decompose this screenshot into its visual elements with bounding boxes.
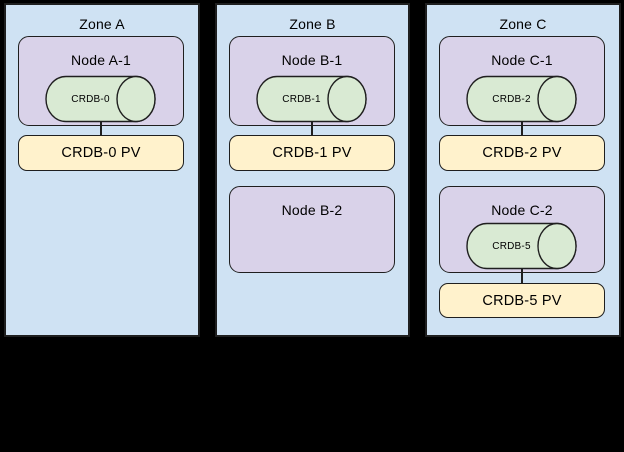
pod-crdb-1-label: CRDB-1 [282,93,321,105]
pod-crdb-5-label: CRDB-5 [492,240,531,252]
pv-crdb-2-label: CRDB-2 PV [482,145,562,161]
pv-crdb-1: CRDB-1 PV [229,135,395,171]
connector-line [311,113,313,137]
pv-crdb-5: CRDB-5 PV [439,283,605,318]
node-b-2-label: Node B-2 [281,202,343,218]
node-b-2: Node B-2 [229,186,395,273]
node-c-2-label: Node C-2 [491,202,553,218]
zone-b: Zone B Node B-1 CRDB-1 CRDB-1 PV Node B-… [215,3,410,337]
pv-crdb-0: CRDB-0 PV [18,135,184,171]
pod-crdb-2-label: CRDB-2 [492,93,531,105]
connector-line [521,113,523,137]
zone-a-label: Zone A [79,16,125,32]
pv-crdb-1-label: CRDB-1 PV [272,145,352,161]
database-cylinder-icon [45,75,156,123]
pv-crdb-5-label: CRDB-5 PV [482,292,562,309]
connector-line [100,113,102,137]
pv-crdb-0-label: CRDB-0 PV [61,145,141,161]
node-b-1-label: Node B-1 [281,52,343,68]
pv-crdb-2: CRDB-2 PV [439,135,605,171]
zone-c: Zone C Node C-1 CRDB-2 CRDB-2 PV Node C-… [425,3,621,337]
database-cylinder-icon [466,75,577,123]
connector-line [521,260,523,286]
pod-crdb-0-label: CRDB-0 [71,93,110,105]
node-c-1-label: Node C-1 [491,52,553,68]
database-cylinder-icon [256,75,367,123]
database-cylinder-icon [466,222,577,270]
zone-b-label: Zone B [289,16,336,32]
zone-c-label: Zone C [499,16,547,32]
node-a-1-label: Node A-1 [71,52,131,68]
zone-a: Zone A Node A-1 CRDB-0 CRDB-0 PV [4,3,200,337]
